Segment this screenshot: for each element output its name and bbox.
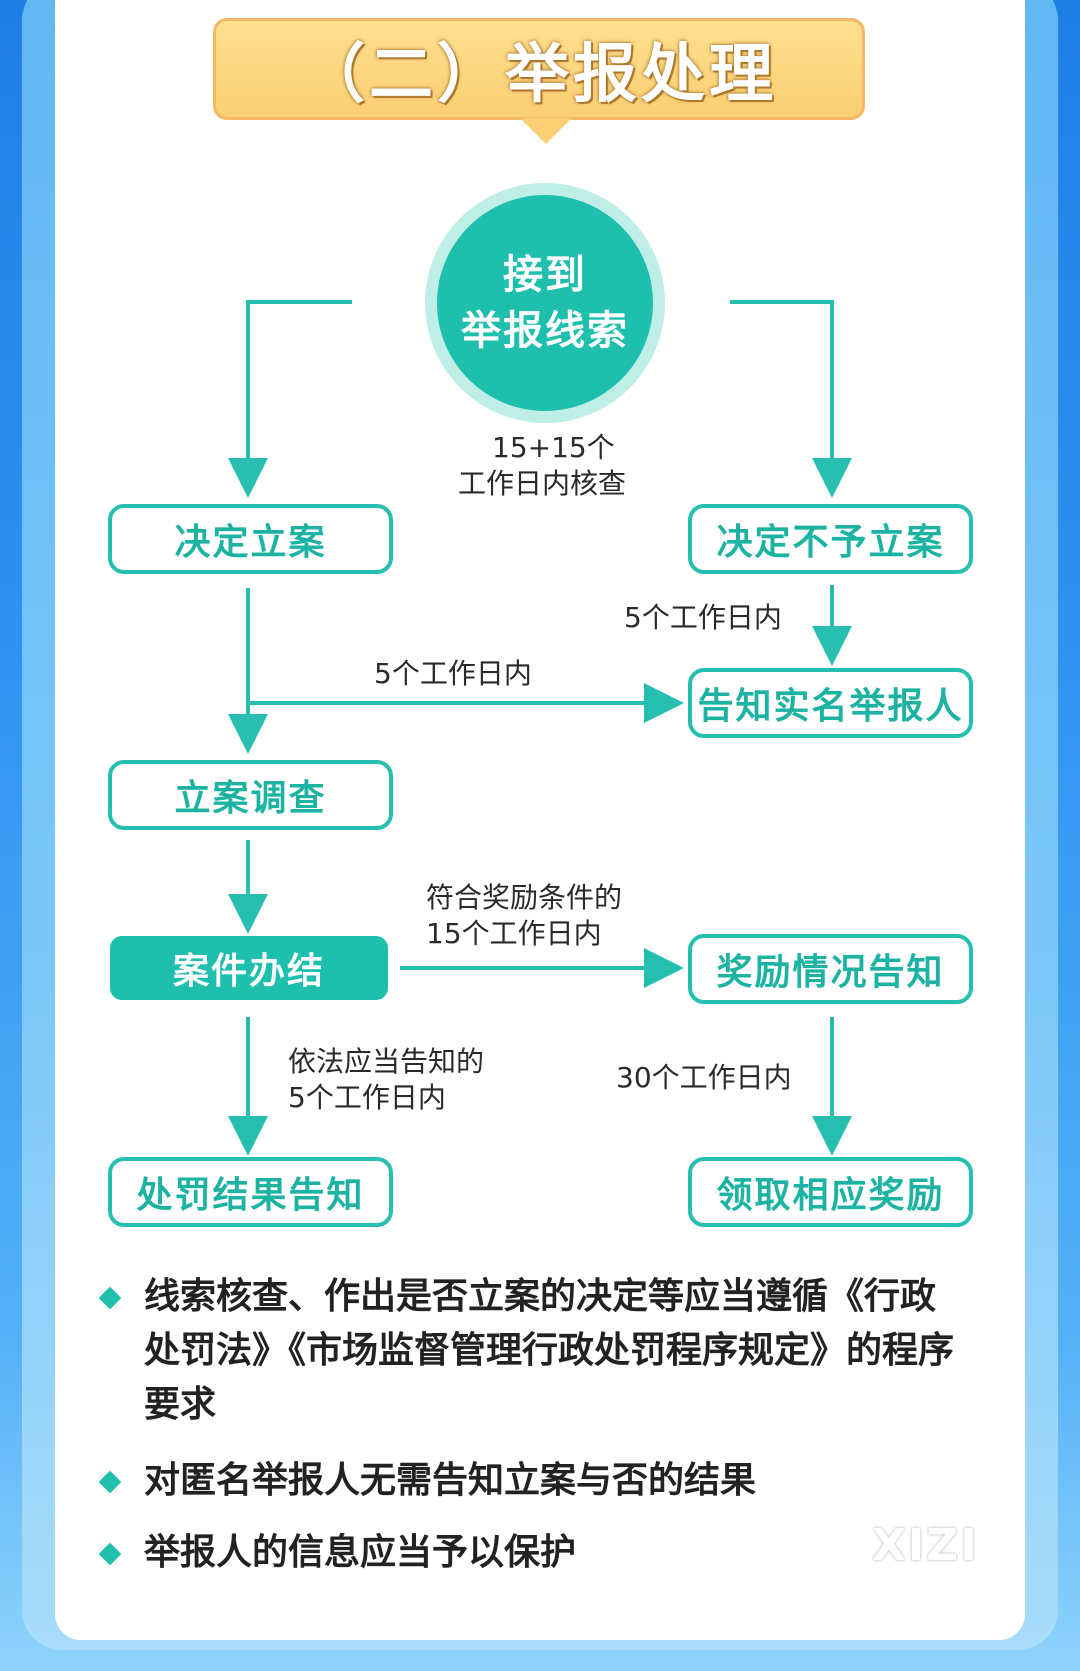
node-case-closed: 案件办结 [110,936,388,1000]
label-reward-condition-2: 15个工作日内 [426,917,602,950]
node-notify-reporter: 告知实名举报人 [688,668,973,738]
label-file-to-notify: 5个工作日内 [374,657,532,690]
label-not-file-to-notify: 5个工作日内 [624,601,782,634]
note-text: 举报人的信息应当予以保护 [144,1532,577,1573]
label-penalty-notice-2: 5个工作日内 [288,1081,446,1114]
note-text: 对匿名举报人无需告知立案与否的结果 [144,1460,757,1501]
watermark-logo: XIZI [872,1519,979,1571]
label-penalty-notice-1: 依法应当告知的 [288,1045,485,1078]
note-text: 线索核查、作出是否立案的决定等应当遵循《行政处罚法》《市场监督管理行政处罚程序规… [144,1276,955,1425]
node-decide-not-file: 决定不予立案 [688,504,973,574]
label-reward-condition-1: 符合奖励条件的 [426,881,623,914]
label-reward-receive: 30个工作日内 [616,1061,792,1094]
start-node-line2: 举报线索 [461,308,629,354]
node-penalty-notice: 处罚结果告知 [108,1157,393,1227]
label-verify-period-1: 15+15个 [492,431,615,464]
node-reward-notice: 奖励情况告知 [688,934,973,1004]
node-investigation: 立案调查 [108,760,393,830]
connector-start-to-decide-not-file [730,300,852,498]
start-node-line1: 接到 [503,252,587,298]
page-title: （二）举报处理 [301,38,777,112]
start-node: 接到 举报线索 [437,195,653,411]
node-receive-reward: 领取相应奖励 [688,1157,973,1227]
label-verify-period-2: 工作日内核查 [458,467,627,500]
title-banner-pointer [520,118,572,144]
node-decide-file: 决定立案 [108,504,393,574]
connector-start-to-decide-file [228,300,352,498]
